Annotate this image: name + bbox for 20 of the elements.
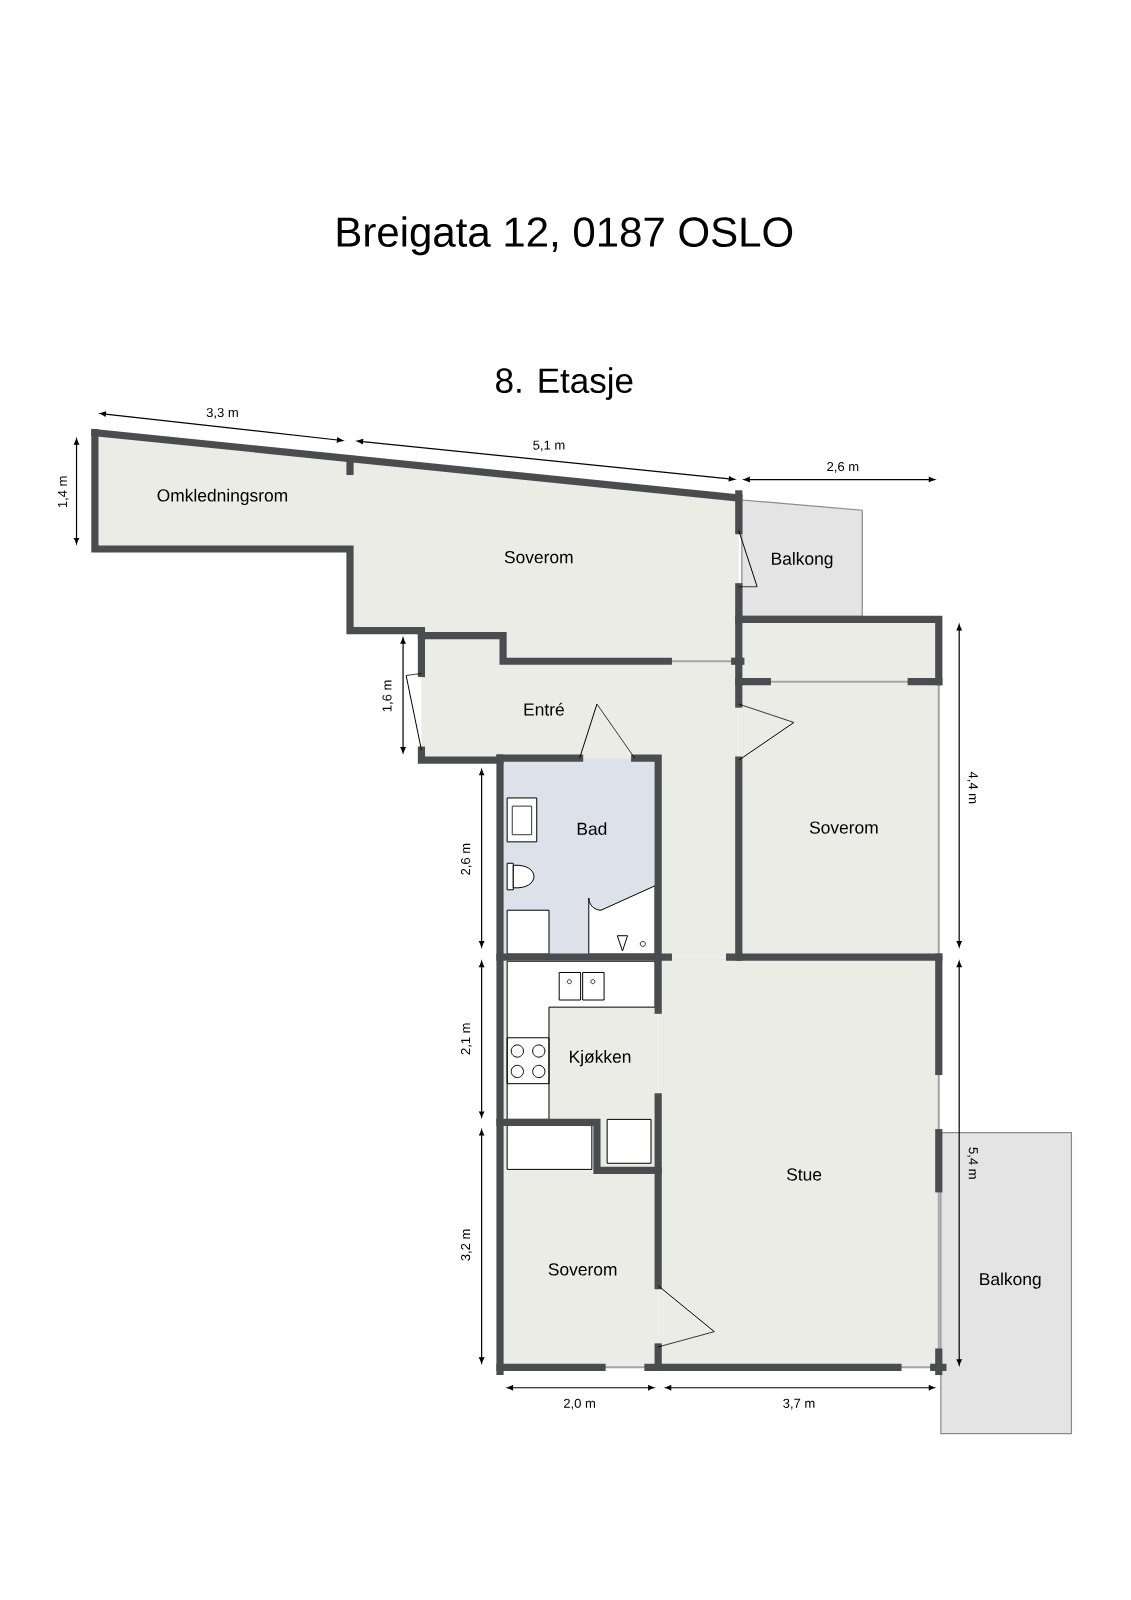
- dimension-label: 2,6 m: [827, 462, 859, 473]
- dimension-label: 2,1 m: [461, 1023, 472, 1055]
- room: Soverom: [350, 459, 739, 662]
- node-label: Soverom: [810, 821, 878, 834]
- dimension-label: 5,4 m: [967, 1147, 978, 1179]
- room: Omkledningsrom: [95, 432, 351, 549]
- balcony: Balkong: [741, 499, 864, 617]
- dimension-label: 2,6 m: [461, 843, 472, 875]
- node-label: Entré: [524, 702, 565, 716]
- dimension-label: 3,3 m: [206, 407, 238, 419]
- dimension-label: 3,2 m: [461, 1229, 472, 1261]
- title: Breigata 12, 0187 OSLO: [338, 216, 793, 256]
- room: Soverom: [500, 1170, 659, 1368]
- dimension-label: 1,4 m: [58, 476, 69, 508]
- dimension-label: 1,6 m: [382, 680, 394, 712]
- dimension-label: 2,0 m: [564, 1398, 596, 1410]
- node-label: Omkledningsrom: [157, 488, 288, 506]
- dimension-label: 4,4 m: [967, 771, 978, 804]
- floor-heading: 8. Etasje: [496, 367, 633, 400]
- dimension-label: 3,7 m: [783, 1398, 815, 1410]
